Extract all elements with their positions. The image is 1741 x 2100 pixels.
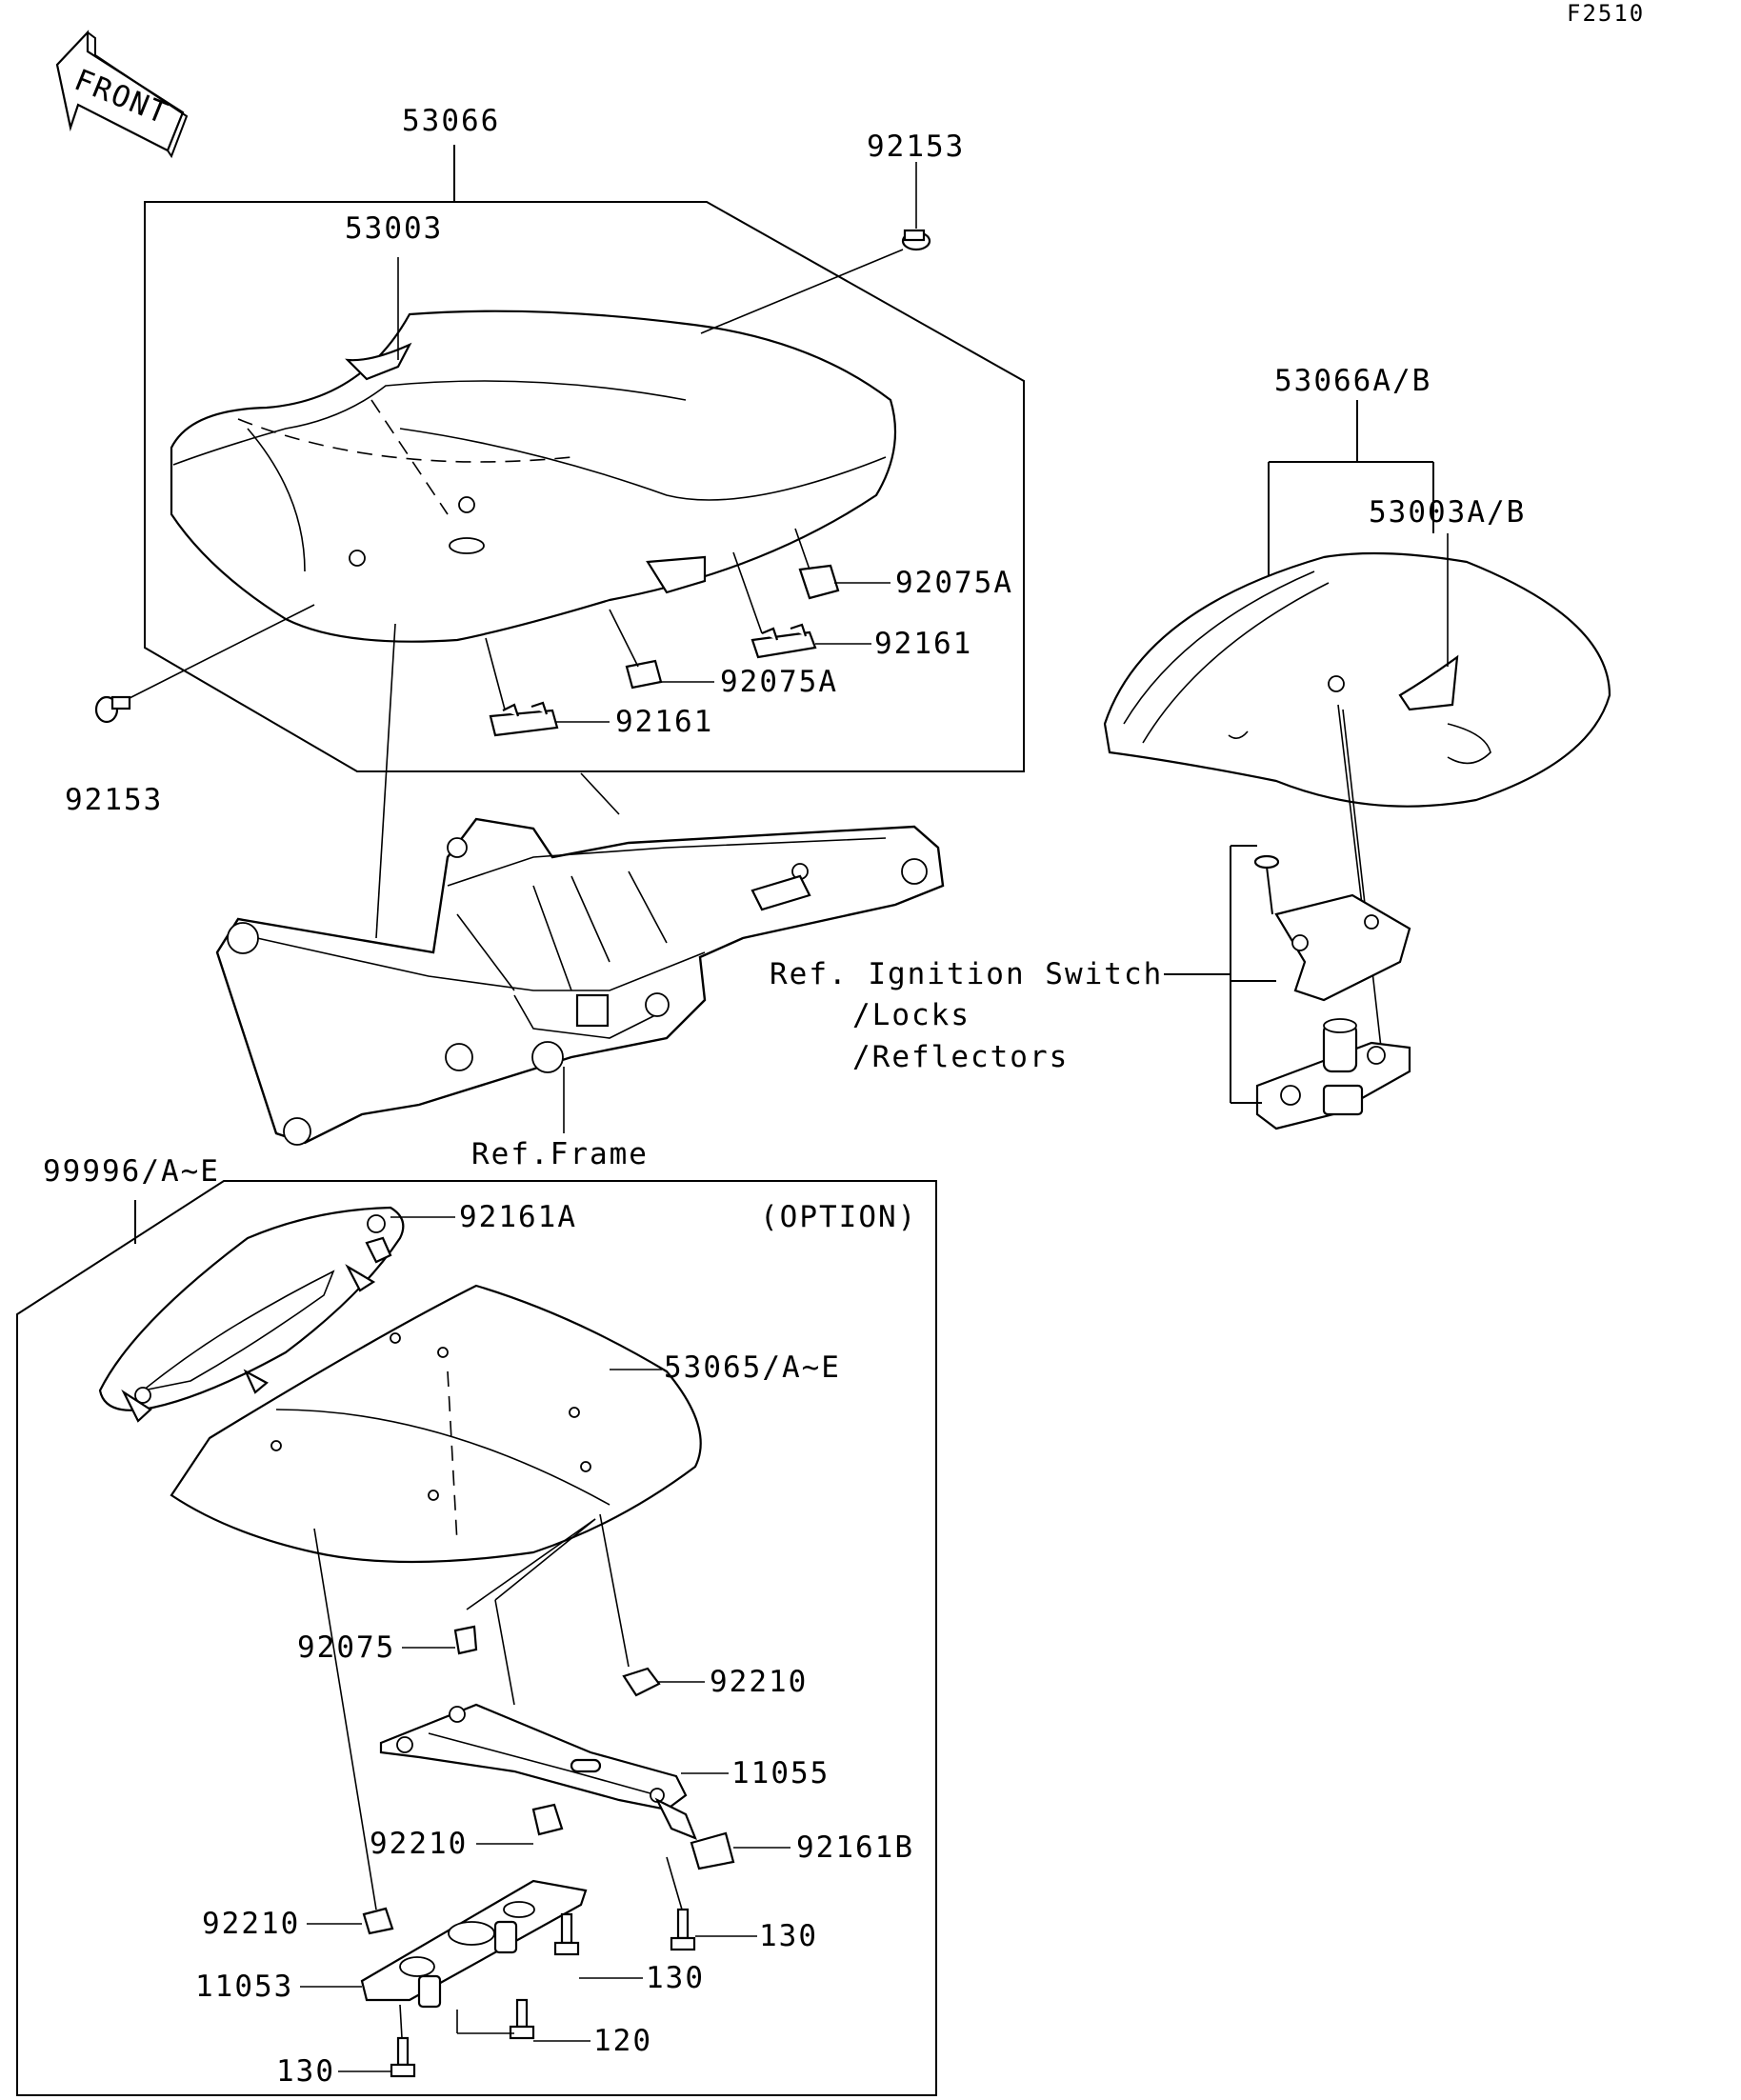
callout-92161-mid: 92161 — [615, 705, 713, 739]
clip-icon-92161-mid — [485, 637, 559, 737]
callout-53003ab: 53003A/B — [1369, 495, 1526, 530]
callout-92161b: 92161B — [796, 1830, 914, 1865]
callout-92153-top: 92153 — [867, 130, 965, 164]
ref-frame-note: Ref.Frame — [471, 1137, 649, 1171]
pillion-seat-group: 53066A/B 53003A/B — [1103, 364, 1611, 1130]
callout-53066ab: 53066A/B — [1274, 364, 1431, 398]
callout-130-right: 130 — [759, 1919, 818, 1953]
callout-92161-right: 92161 — [874, 627, 972, 661]
option-group: 99996/A~E (OPTION) 92161A 53065/A~E — [16, 1154, 937, 2096]
bolt-icon-130-right — [666, 1856, 696, 1951]
callout-92075a-mid: 92075A — [720, 665, 838, 699]
nut-icon-92210-low — [362, 1907, 394, 1935]
bracket-11055 — [379, 1703, 688, 1811]
clip-icon-92161b — [690, 1831, 735, 1870]
bolt-icon-92153-top — [700, 229, 931, 334]
seat-cowl — [98, 1206, 405, 1411]
callout-92075a-right: 92075A — [895, 566, 1013, 600]
damper-icon-92075 — [453, 1625, 478, 1655]
option-label: (OPTION) — [760, 1200, 917, 1234]
damper-icon-92075a-right — [794, 528, 840, 600]
ref-ignition-note: Ref. Ignition Switch — [770, 957, 1163, 991]
callout-130-mid: 130 — [646, 1961, 705, 1995]
callout-11053: 11053 — [195, 1970, 293, 2004]
callout-92210-upper: 92210 — [710, 1665, 808, 1699]
callout-92210-mid: 92210 — [370, 1827, 468, 1861]
screw-icon-lock — [1253, 854, 1280, 915]
callout-92161a: 92161A — [459, 1200, 577, 1234]
main-seat-group: 53066 53003 92153 92153 — [65, 104, 1025, 817]
bolt-icon-120 — [456, 1998, 535, 2040]
callout-92210-low: 92210 — [202, 1907, 300, 1941]
nut-icon-92210-mid — [531, 1803, 564, 1836]
seat-cover-plate — [170, 1284, 702, 1564]
callout-130-bottom: 130 — [276, 2054, 335, 2089]
bolt-icon-130-mid — [553, 1912, 580, 1956]
callout-92075: 92075 — [297, 1630, 395, 1665]
callout-53066: 53066 — [402, 104, 500, 138]
ref-reflectors-note: /Reflectors — [852, 1040, 1069, 1074]
clip-icon-92161-right — [732, 551, 817, 659]
callout-92153-left: 92153 — [65, 783, 163, 817]
callout-120: 120 — [593, 2024, 652, 2058]
figure-code: F2510 — [1567, 0, 1645, 27]
nut-icon-92210-upper — [622, 1667, 661, 1697]
callout-11055: 11055 — [731, 1756, 830, 1790]
callout-99996: 99996/A~E — [43, 1154, 220, 1189]
seat-frame: Ref.Frame — [215, 623, 945, 1171]
front-arrow-icon: FRONT — [55, 30, 189, 159]
damper-icon-92075a-mid — [609, 609, 663, 690]
bolt-icon-92153-left — [94, 604, 315, 724]
bolt-icon-130-bottom — [390, 2004, 416, 2078]
ref-locks-note: /Locks — [852, 998, 971, 1032]
pillion-seat — [1103, 551, 1611, 808]
callout-53003: 53003 — [345, 211, 443, 246]
callout-53065: 53065/A~E — [664, 1350, 841, 1385]
